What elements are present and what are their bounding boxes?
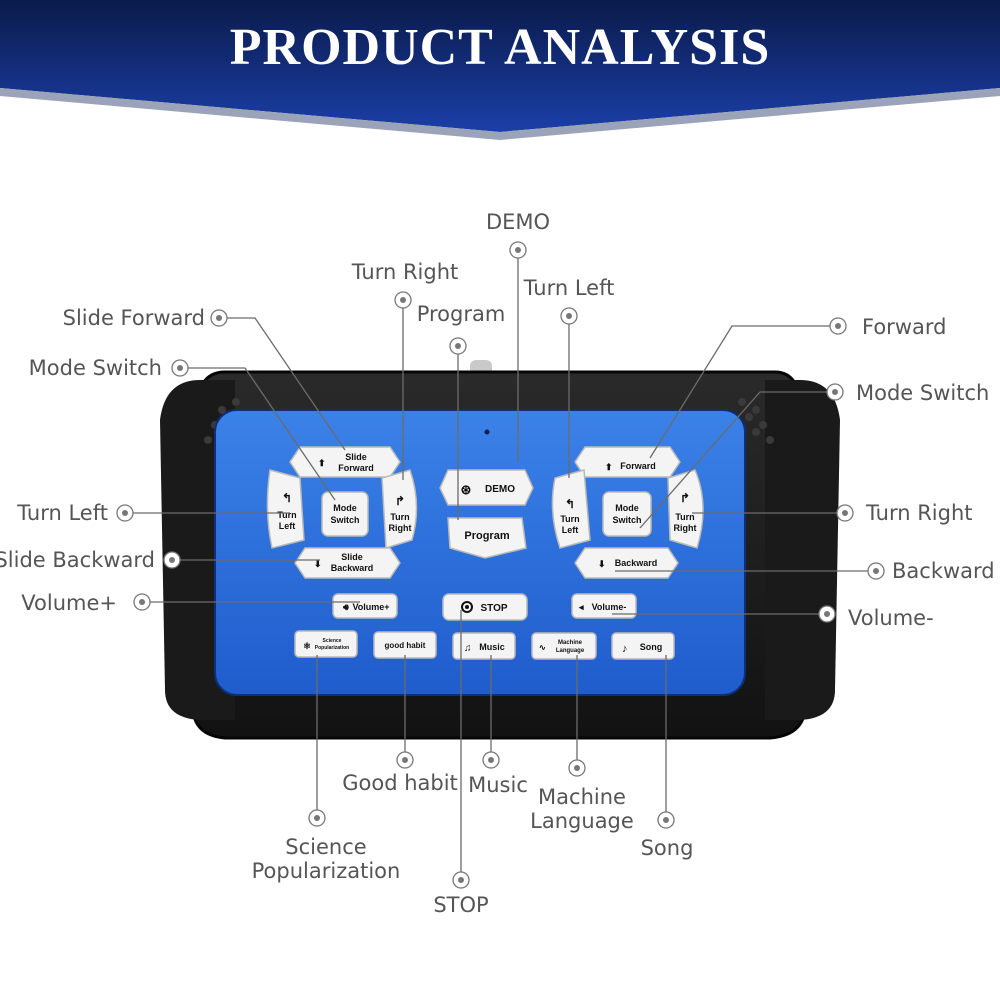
down-arrow-icon-backward: ⬇: [598, 559, 606, 569]
svg-text:Slide: Slide: [345, 452, 367, 462]
turn-right-arrow-icon-right: ↱: [680, 491, 690, 505]
label-turn-left-top: Turn Left: [523, 276, 615, 300]
banner-shape: [0, 0, 1000, 140]
slide-forward-key[interactable]: ⬆ Slide Forward: [289, 446, 401, 478]
svg-text:Machine: Machine: [558, 640, 583, 646]
label-forward: Forward: [862, 315, 946, 339]
up-arrow-icon-forward: ⬆: [605, 462, 613, 472]
demo-reel-icon: ⊛: [461, 482, 472, 497]
svg-text:Right: Right: [389, 523, 412, 533]
svg-text:Mode: Mode: [333, 503, 357, 513]
svg-text:Language: Language: [556, 648, 585, 654]
label-mode-switch-right: Mode Switch: [856, 381, 989, 405]
music-key[interactable]: ♫ Music: [452, 632, 516, 660]
volume-minus-key[interactable]: ◂ Volume-: [571, 593, 637, 619]
label-turn-right-top: Turn Right: [351, 260, 459, 284]
up-arrow-icon: ⬆: [318, 458, 326, 468]
label-science-line2: Popularization: [252, 859, 401, 883]
label-volume-plus: Volume+: [21, 591, 117, 615]
svg-text:Mode: Mode: [615, 503, 639, 513]
svg-text:Program: Program: [464, 530, 509, 542]
svg-text:Turn: Turn: [560, 514, 579, 524]
svg-text:Science: Science: [323, 638, 342, 644]
wave-icon: ∿: [539, 643, 546, 652]
atom-icon: ⚛: [303, 641, 311, 651]
turn-left-key-right[interactable]: ↰ Turn Left: [551, 469, 591, 549]
label-stop: STOP: [433, 893, 488, 917]
turn-right-key-right[interactable]: ↱ Turn Right: [667, 469, 704, 549]
mode-switch-key-left[interactable]: Mode Switch: [321, 491, 369, 537]
svg-text:Right: Right: [674, 523, 697, 533]
mode-switch-key-right[interactable]: Mode Switch: [602, 491, 652, 537]
turn-right-arrow-icon: ↱: [395, 494, 405, 508]
svg-text:Song: Song: [640, 642, 663, 652]
label-backward: Backward: [892, 559, 995, 583]
turn-right-key-left[interactable]: ↱ Turn Right: [381, 469, 418, 549]
svg-text:Volume+: Volume+: [352, 602, 389, 612]
svg-text:Backward: Backward: [615, 558, 658, 568]
svg-text:Switch: Switch: [330, 515, 359, 525]
speaker-low-icon: ◂: [578, 602, 584, 612]
label-program: Program: [417, 302, 506, 326]
svg-text:Turn: Turn: [390, 512, 409, 522]
indicator-dot: [484, 429, 490, 435]
demo-key[interactable]: ⊛ DEMO: [439, 469, 534, 506]
svg-text:Volume-: Volume-: [592, 602, 627, 612]
note-icon: ♪: [622, 643, 628, 655]
forward-key[interactable]: ⬆ Forward: [574, 446, 681, 478]
label-music: Music: [468, 773, 528, 797]
stop-icon: [461, 601, 473, 613]
label-good-habit: Good habit: [342, 771, 458, 795]
speaker-icon: 🔊︎: [343, 602, 349, 612]
turn-left-key-left[interactable]: ↰ Turn Left: [266, 469, 305, 549]
label-science-line1: Science: [285, 835, 366, 859]
program-key[interactable]: Program: [447, 517, 527, 559]
svg-text:Forward: Forward: [338, 463, 374, 473]
label-turn-right-side: Turn Right: [865, 501, 973, 525]
down-arrow-icon: ⬇: [314, 559, 322, 569]
label-machine-language-line1: Machine: [538, 785, 626, 809]
svg-text:Backward: Backward: [331, 563, 374, 573]
speaker-holes-right: [738, 398, 774, 444]
svg-text:Forward: Forward: [620, 461, 656, 471]
stop-key[interactable]: STOP: [442, 593, 528, 621]
turn-left-arrow-icon: ↰: [282, 491, 292, 505]
header-banner: PRODUCT ANALYSIS: [0, 0, 1000, 145]
slide-backward-key[interactable]: ⬇ Slide Backward: [294, 547, 401, 579]
backward-key[interactable]: ⬇ Backward: [574, 547, 679, 579]
svg-text:Left: Left: [562, 525, 579, 535]
label-demo: DEMO: [486, 210, 550, 234]
turn-left-arrow-icon-right: ↰: [565, 497, 575, 511]
song-key[interactable]: ♪ Song: [611, 632, 675, 660]
science-popularization-key[interactable]: ⚛ Science Popularization: [294, 630, 358, 658]
right-grip: [765, 380, 840, 720]
label-turn-left-side: Turn Left: [16, 501, 108, 525]
label-volume-minus: Volume-: [848, 606, 934, 630]
svg-text:Turn: Turn: [675, 512, 694, 522]
machine-language-key[interactable]: ∿ Machine Language: [531, 632, 597, 660]
leader-lines: [125, 250, 876, 880]
label-song: Song: [641, 836, 694, 860]
label-slide-backward: Slide Backward: [0, 548, 155, 572]
svg-text:DEMO: DEMO: [485, 484, 515, 495]
svg-text:Popularization: Popularization: [315, 645, 349, 651]
svg-text:Left: Left: [279, 521, 296, 531]
svg-text:good habit: good habit: [385, 641, 426, 650]
svg-text:Slide: Slide: [341, 552, 363, 562]
label-slide-forward: Slide Forward: [63, 306, 205, 330]
svg-text:Music: Music: [479, 642, 505, 652]
label-machine-language-line2: Language: [530, 809, 634, 833]
callout-labels: DEMO Turn Right Turn Left Program Slide …: [0, 210, 995, 917]
keypad: ⬆ Slide Forward ↰ Turn Left Mode Switch …: [266, 446, 704, 660]
good-habit-key[interactable]: good habit: [373, 631, 437, 659]
svg-text:Turn: Turn: [277, 510, 296, 520]
svg-text:STOP: STOP: [480, 603, 507, 614]
callout-marker-dots: [122, 247, 879, 883]
music-note-icon: ♫: [464, 643, 472, 654]
svg-text:Switch: Switch: [612, 515, 641, 525]
page-title: PRODUCT ANALYSIS: [229, 19, 771, 76]
label-mode-switch-left: Mode Switch: [29, 356, 162, 380]
volume-plus-key[interactable]: 🔊︎ Volume+: [332, 593, 398, 619]
